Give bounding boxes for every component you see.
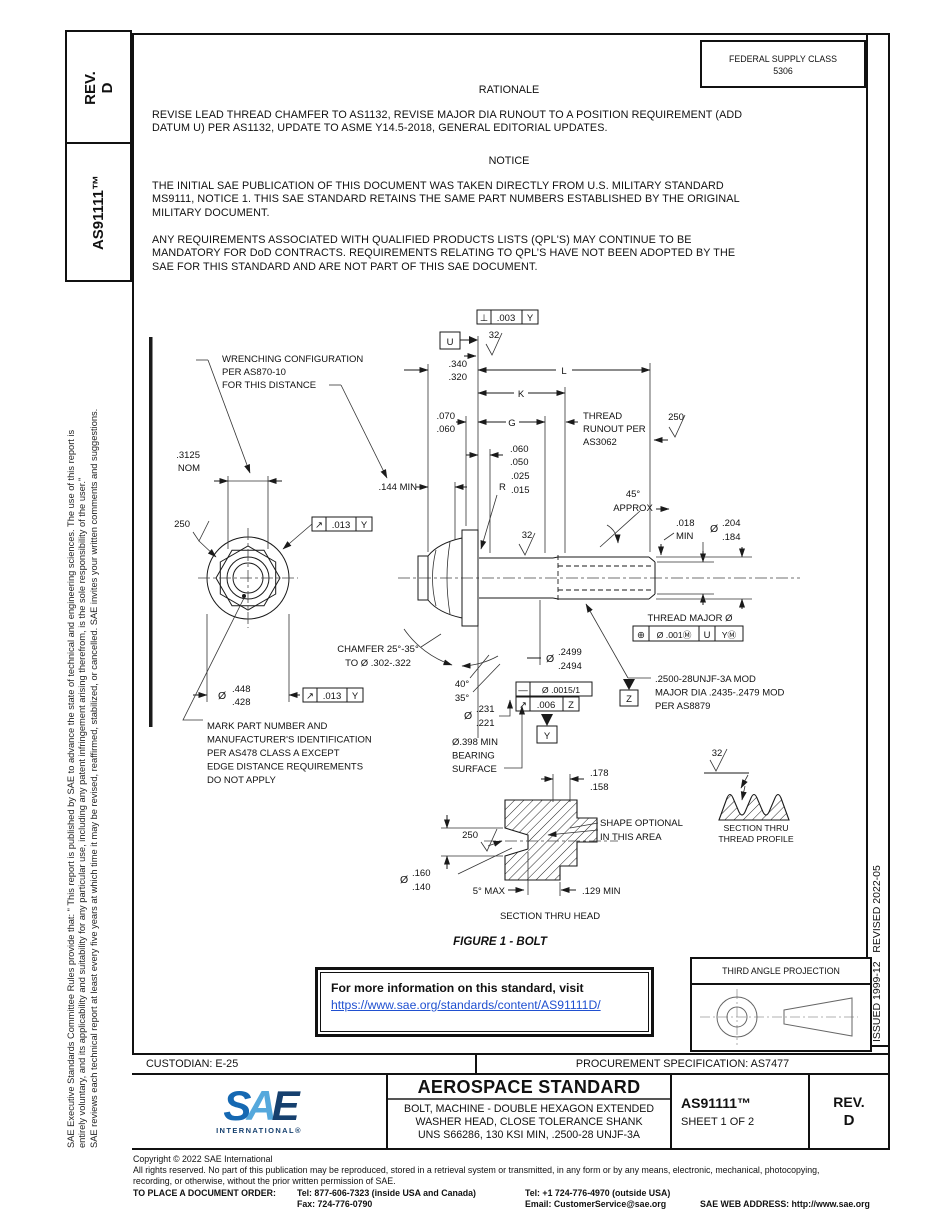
procurement-cell: PROCUREMENT SPECIFICATION: AS7477 (575, 1058, 790, 1070)
email: Email: CustomerService@sae.org (525, 1199, 667, 1209)
title-block-doc: AS91111™ SHEET 1 OF 2 (670, 1075, 808, 1148)
sae-logo-subtext: INTERNATIONAL® (216, 1126, 302, 1135)
third-angle-projection-label: THIRD ANGLE PROJECTION (692, 959, 870, 985)
standard-type: AEROSPACE STANDARD (388, 1075, 670, 1100)
rev-label: REV. (833, 1094, 865, 1110)
rationale-heading: RATIONALE (478, 84, 540, 96)
issued-strip (866, 35, 888, 1047)
standard-title-line: WASHER HEAD, CLOSE TOLERANCE SHANK (415, 1116, 643, 1128)
more-info-box: For more information on this standard, v… (315, 967, 654, 1037)
sae-logo-letter: E (271, 1082, 300, 1129)
committee-rules-line: SAE Executive Standards Committee Rules … (66, 429, 76, 1148)
notice1-line: THE INITIAL SAE PUBLICATION OF THIS DOCU… (152, 180, 724, 192)
rationale-line: DATUM U) PER AS1132, UPDATE TO ASME Y14.… (152, 122, 608, 135)
notice-paragraph-2: ANY REQUIREMENTS ASSOCIATED WITH QUALIFI… (152, 234, 735, 274)
sae-logo-letter: A (246, 1082, 276, 1129)
notice2-line: SAE FOR THIS STANDARD AND ARE NOT PART O… (152, 260, 538, 273)
third-angle-projection-box: THIRD ANGLE PROJECTION (690, 957, 872, 1052)
more-info-text: For more information on this standard, v… (331, 981, 584, 995)
committee-rules-note: SAE Executive Standards Committee Rules … (66, 430, 88, 1148)
standard-title-line: BOLT, MACHINE - DOUBLE HEXAGON EXTENDED (404, 1103, 654, 1115)
custodian-cell: CUSTODIAN: E-25 (132, 1055, 477, 1073)
doc-number: AS91111™ (681, 1095, 752, 1111)
notice1-line: MILITARY DOCUMENT. (152, 206, 270, 219)
notice-paragraph-1: THE INITIAL SAE PUBLICATION OF THIS DOCU… (152, 180, 740, 220)
tel-inside: Tel: 877-606-7323 (inside USA and Canada… (297, 1188, 476, 1198)
rev-value: D (843, 1112, 855, 1129)
copyright-line: Copyright © 2022 SAE International (133, 1154, 273, 1164)
fsc-value: 5306 (773, 66, 793, 76)
rev-value: D (98, 82, 116, 94)
fsc-label: FEDERAL SUPPLY CLASS (729, 54, 837, 64)
standard-title-line: UNS S66286, 130 KSI MIN, .2500-28 UNJF-3… (418, 1129, 640, 1141)
custodian-row: CUSTODIAN: E-25 PROCUREMENT SPECIFICATIO… (132, 1053, 888, 1075)
notice1-line: MS9111, NOTICE 1. THIS SAE STANDARD RETA… (152, 193, 740, 206)
doc-number-box: AS91111™ (65, 142, 132, 282)
order-label: TO PLACE A DOCUMENT ORDER: (133, 1188, 276, 1198)
federal-supply-class-box: FEDERAL SUPPLY CLASS 5306 (700, 40, 866, 88)
review-policy-line: SAE reviews each technical report at lea… (89, 408, 99, 1148)
notice2-line: ANY REQUIREMENTS ASSOCIATED WITH QUALIFI… (152, 234, 692, 246)
tel-outside: Tel: +1 724-776-4970 (outside USA) (525, 1188, 671, 1198)
notice-heading: NOTICE (488, 155, 530, 167)
issued-revised-text: ISSUED 1999-12 REVISED 2022-05 (871, 865, 883, 1042)
sae-logo-letter: S (223, 1082, 251, 1129)
rights-line: All rights reserved. No part of this pub… (133, 1165, 820, 1175)
doc-number: AS91111™ (90, 174, 108, 250)
title-block: SAE INTERNATIONAL® AEROSPACE STANDARD BO… (132, 1075, 888, 1150)
title-block-rev: REV. D (808, 1075, 888, 1148)
rights-line: recording, or otherwise, without the pri… (133, 1176, 396, 1186)
standard-link[interactable]: https://www.sae.org/standards/content/AS… (331, 998, 601, 1012)
third-angle-projection-symbol (700, 989, 858, 1045)
review-policy-note: SAE reviews each technical report at lea… (89, 409, 100, 1148)
rev-box: REV. D (65, 30, 132, 146)
rev-label: REV. (81, 71, 99, 105)
title-block-center: AEROSPACE STANDARD BOLT, MACHINE - DOUBL… (388, 1075, 670, 1148)
sheet-number: SHEET 1 OF 2 (681, 1116, 755, 1128)
figure-caption: FIGURE 1 - BOLT (453, 936, 547, 948)
committee-rules-line: entirely voluntary, and its applicabilit… (76, 477, 87, 1148)
rationale-paragraph: REVISE LEAD THREAD CHAMFER TO AS1132, RE… (152, 109, 742, 136)
web-address: SAE WEB ADDRESS: http://www.sae.org (700, 1199, 870, 1209)
fax: Fax: 724-776-0790 (297, 1199, 373, 1209)
rationale-line: REVISE LEAD THREAD CHAMFER TO AS1132, RE… (152, 109, 743, 121)
notice2-line: MANDATORY FOR DoD CONTRACTS. REQUIREMENT… (152, 247, 736, 260)
sae-logo: SAE INTERNATIONAL® (132, 1075, 388, 1148)
